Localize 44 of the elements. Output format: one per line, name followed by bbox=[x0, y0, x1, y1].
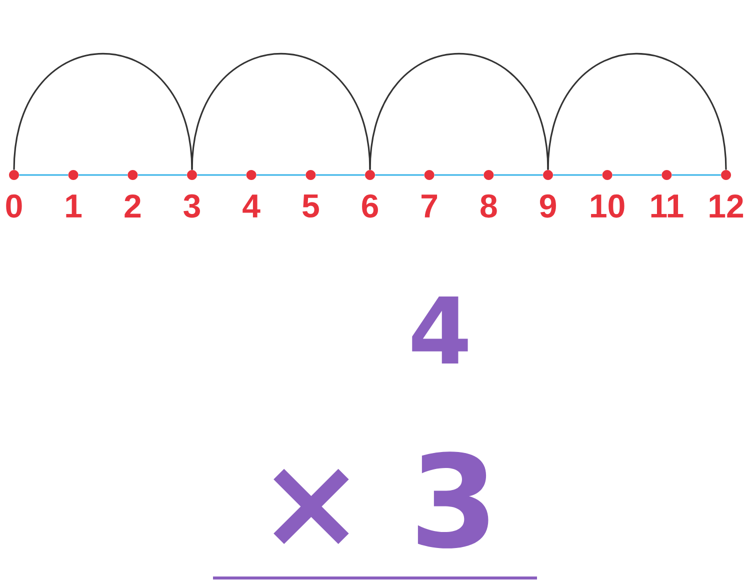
tick-dot bbox=[662, 170, 672, 180]
tick-dot bbox=[602, 170, 612, 180]
tick-dot bbox=[484, 170, 494, 180]
number-line-segment bbox=[434, 174, 484, 176]
number-label: 12 bbox=[710, 194, 744, 218]
tick-dot bbox=[424, 170, 434, 180]
number-line-segment bbox=[672, 174, 721, 176]
jump-arc bbox=[369, 53, 549, 170]
tick-dot bbox=[306, 170, 316, 180]
number-line-segment bbox=[256, 174, 306, 176]
multiplicand: 4 bbox=[412, 296, 468, 364]
number-label: 10 bbox=[591, 194, 624, 218]
number-line-segment bbox=[19, 174, 68, 176]
number-label: 2 bbox=[124, 194, 141, 218]
number-line-segment bbox=[553, 174, 602, 176]
tick-dot bbox=[543, 170, 553, 180]
jump-arc bbox=[13, 53, 193, 170]
number-label: 1 bbox=[66, 194, 82, 218]
jump-arc bbox=[191, 53, 371, 170]
number-label: 3 bbox=[184, 194, 200, 218]
number-line-segment bbox=[375, 174, 424, 176]
jump-arc bbox=[547, 53, 727, 170]
tick-dot bbox=[187, 170, 197, 180]
tick-dot bbox=[68, 170, 78, 180]
tick-dot bbox=[128, 170, 138, 180]
number-line-segment bbox=[78, 174, 128, 176]
number-line-segment bbox=[494, 174, 543, 176]
tick-dot bbox=[721, 170, 731, 180]
number-label: 8 bbox=[480, 194, 497, 218]
number-line-segment bbox=[138, 174, 187, 176]
number-line-segment bbox=[612, 174, 662, 176]
number-label: 0 bbox=[6, 194, 22, 218]
multiplier: × 3 bbox=[274, 452, 488, 548]
number-line-segment bbox=[197, 174, 246, 176]
tick-dot bbox=[9, 170, 19, 180]
number-label: 6 bbox=[362, 194, 378, 218]
tick-dot bbox=[365, 170, 375, 180]
number-label: 9 bbox=[540, 194, 556, 218]
number-line-segment bbox=[316, 174, 365, 176]
number-label: 7 bbox=[422, 194, 438, 218]
tick-dot bbox=[246, 170, 256, 180]
number-label: 4 bbox=[242, 194, 260, 218]
number-label: 5 bbox=[302, 194, 319, 218]
number-label: 11 bbox=[651, 194, 684, 218]
